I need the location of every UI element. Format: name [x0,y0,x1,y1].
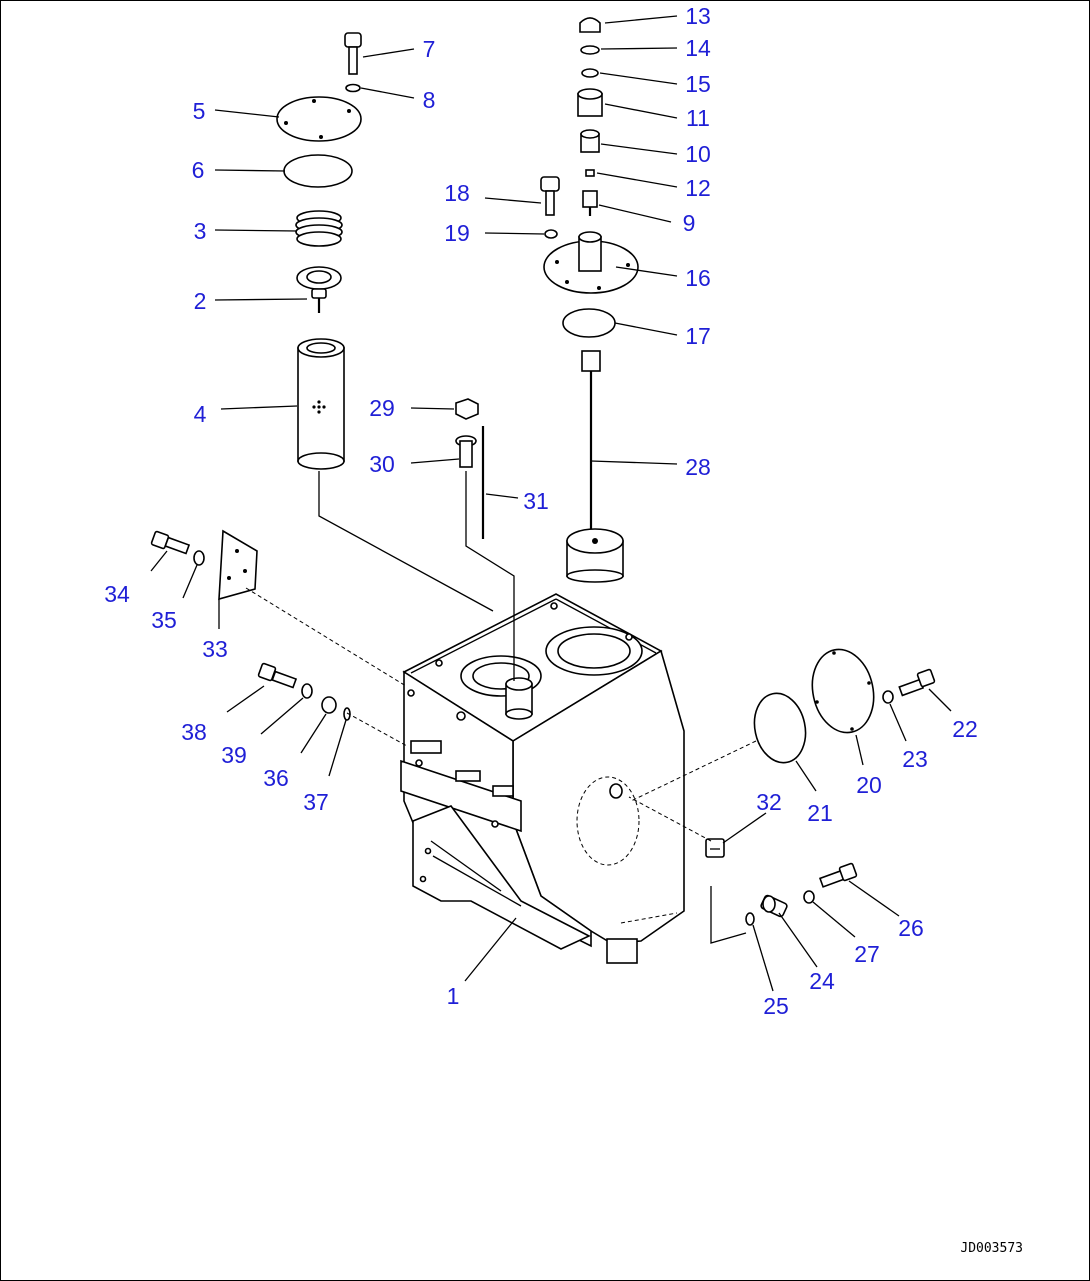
part-35-washer [193,550,205,566]
callout-37: 37 [303,789,329,815]
part-15-nut [581,68,599,78]
part-11-cylinder [577,88,603,117]
callout-18: 18 [444,180,470,206]
part-19-washer [544,229,558,239]
callout-24: 24 [809,968,835,994]
callout-30: 30 [369,451,395,477]
part-8-washer [345,83,361,93]
callout-2: 2 [194,288,207,314]
callout-29: 29 [369,395,395,421]
part-2-valve [296,266,342,313]
part-10-sleeve [580,129,600,153]
callout-20: 20 [856,772,882,798]
callout-33: 33 [202,636,228,662]
callout-10: 10 [685,141,711,167]
callout-23: 23 [902,746,928,772]
part-1-hydraulic-tank [400,593,685,964]
leader-lines [150,15,952,992]
assembly-lines [245,471,757,944]
part-3-spring [295,210,343,247]
callout-3: 3 [194,218,207,244]
callout-28: 28 [685,454,711,480]
callout-8: 8 [423,87,436,113]
callout-7: 7 [423,36,436,62]
callout-16: 16 [685,265,711,291]
part-34-bolt [150,530,191,555]
part-22-bolt [898,668,936,697]
part-37-washer [343,707,351,721]
callout-labels: 1 2 3 4 5 6 7 8 9 10 11 12 13 14 15 16 1… [104,3,978,1019]
part-36-nut [321,696,337,714]
part-6-oring [283,154,353,188]
part-7-bolt [344,32,362,75]
part-17-oring [562,308,616,338]
callout-1: 1 [447,983,460,1009]
part-16-cover-plate [543,231,639,294]
part-25-oring [745,912,755,926]
part-12-pin [585,169,595,177]
callout-11: 11 [686,105,710,131]
callout-31: 31 [523,488,549,514]
part-20-cover [811,648,875,734]
callout-14: 14 [685,35,711,61]
part-38-bolt [257,662,298,689]
part-27-washer [803,890,815,904]
part-14-washer [580,45,600,55]
callout-36: 36 [263,765,289,791]
part-32-plug [705,838,725,858]
callout-39: 39 [221,742,247,768]
callout-27: 27 [854,941,880,967]
document-id: JD003573 [960,1241,1023,1256]
part-9-valve [582,190,598,216]
callout-34: 34 [104,581,130,607]
part-39-washer [301,683,313,699]
callout-9: 9 [683,210,696,236]
part-29-nut [455,398,479,420]
callout-15: 15 [685,71,711,97]
part-24-sensor [760,894,788,918]
part-18-bolt [540,176,560,216]
part-4-filter-element [297,338,345,470]
callout-32: 32 [756,789,782,815]
callout-17: 17 [685,323,711,349]
callout-25: 25 [763,993,789,1019]
callout-22: 22 [952,716,978,742]
part-26-bolt [818,862,858,888]
callout-38: 38 [181,719,207,745]
callout-13: 13 [685,3,711,29]
callout-19: 19 [444,220,470,246]
callout-4: 4 [194,401,207,427]
part-5-cover [276,96,362,142]
callout-26: 26 [898,915,924,941]
callout-6: 6 [192,157,205,183]
part-30-fitting [455,435,477,468]
part-21-gasket [753,692,807,764]
callout-21: 21 [807,800,833,826]
callout-5: 5 [193,98,206,124]
callout-35: 35 [151,607,177,633]
callout-12: 12 [685,175,711,201]
part-13-cap [579,17,601,33]
part-23-washer [882,690,894,704]
part-28-strainer [566,350,624,583]
part-33-bracket [218,529,258,601]
